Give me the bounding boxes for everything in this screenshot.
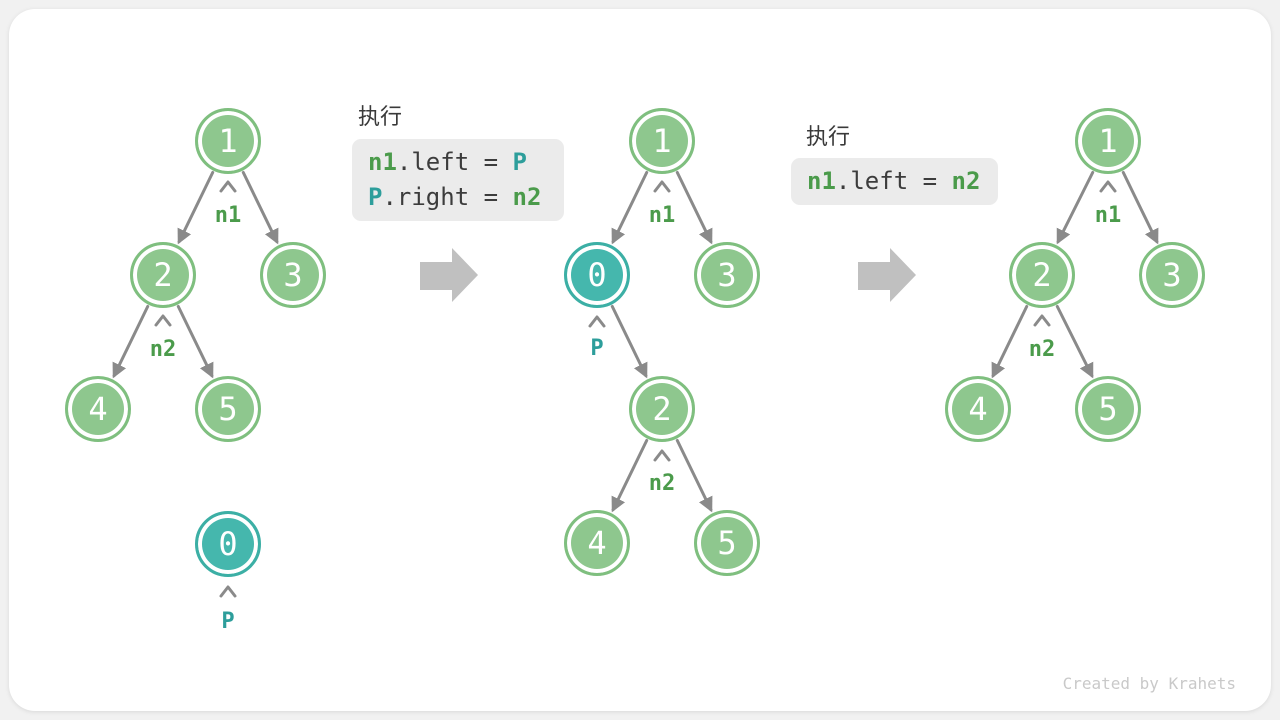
pointer-label-n2: n2 [1028,337,1056,362]
edge-2-5 [1055,305,1094,379]
tree-node-p: 0 [564,242,630,308]
edge-2-4 [611,439,649,513]
edge-1-0 [611,171,649,245]
tree-node: 4 [65,376,131,442]
edge-2-5 [176,305,214,379]
step-title: 执行 [806,125,851,150]
pointer-up-icon [154,314,172,327]
pointer-up-icon [219,180,237,193]
step-arrow-icon [858,248,916,302]
tree-node: 2 [1009,242,1075,308]
code-token: P [512,148,527,176]
edge-1-3 [241,171,279,245]
code-token: .left = [396,148,513,176]
edge-1-2 [1056,171,1095,245]
edge-0-2 [610,305,648,379]
tree-node: 1 [1075,108,1141,174]
tree-node: 4 [945,376,1011,442]
pointer-up-icon [653,180,671,193]
code-token: n1 [368,148,397,176]
code-token: .right = [382,183,513,211]
code-block: n1.left = n2 [791,158,998,205]
pointer-up-icon [1099,180,1117,193]
pointer-label-n1: n1 [214,203,242,228]
pointer-up-icon [653,449,671,462]
edge-1-2 [177,171,215,245]
tree-node: 5 [694,510,760,576]
tree-node: 5 [195,376,261,442]
code-token: n1 [807,167,836,195]
tree-node: 5 [1075,376,1141,442]
code-line: n1.left = n2 [807,164,982,199]
tree-node: 3 [260,242,326,308]
pointer-up-icon [588,315,606,328]
tree-node: 3 [1139,242,1205,308]
tree-node: 2 [629,376,695,442]
edge-1-3 [675,171,713,245]
watermark-credit: Created by Krahets [1062,674,1236,693]
step-arrow-icon [420,248,478,302]
code-token: n2 [951,167,981,195]
pointer-label-n1: n1 [648,203,676,228]
pointer-label-p: P [590,336,604,361]
edge-2-4 [112,305,150,379]
code-token: .left = [835,167,952,195]
edge-2-4 [991,305,1029,379]
code-line: P.right = n2 [368,180,548,215]
code-token: P [368,183,383,211]
tree-node: 3 [694,242,760,308]
edge-1-3 [1121,171,1159,245]
pointer-label-p: P [221,609,235,634]
pointer-up-icon [1033,314,1051,327]
tree-node: 1 [195,108,261,174]
tree-node-p: 0 [195,511,261,577]
edge-2-5 [675,439,713,513]
code-line: n1.left = P [368,145,548,180]
pointer-up-icon [219,585,237,598]
tree-node: 4 [564,510,630,576]
pointer-label-n2: n2 [648,471,676,496]
pointer-label-n2: n2 [149,337,177,362]
tree-node: 1 [629,108,695,174]
step-title: 执行 [358,105,403,130]
code-token: n2 [512,183,542,211]
pointer-label-n1: n1 [1094,203,1122,228]
tree-node: 2 [130,242,196,308]
